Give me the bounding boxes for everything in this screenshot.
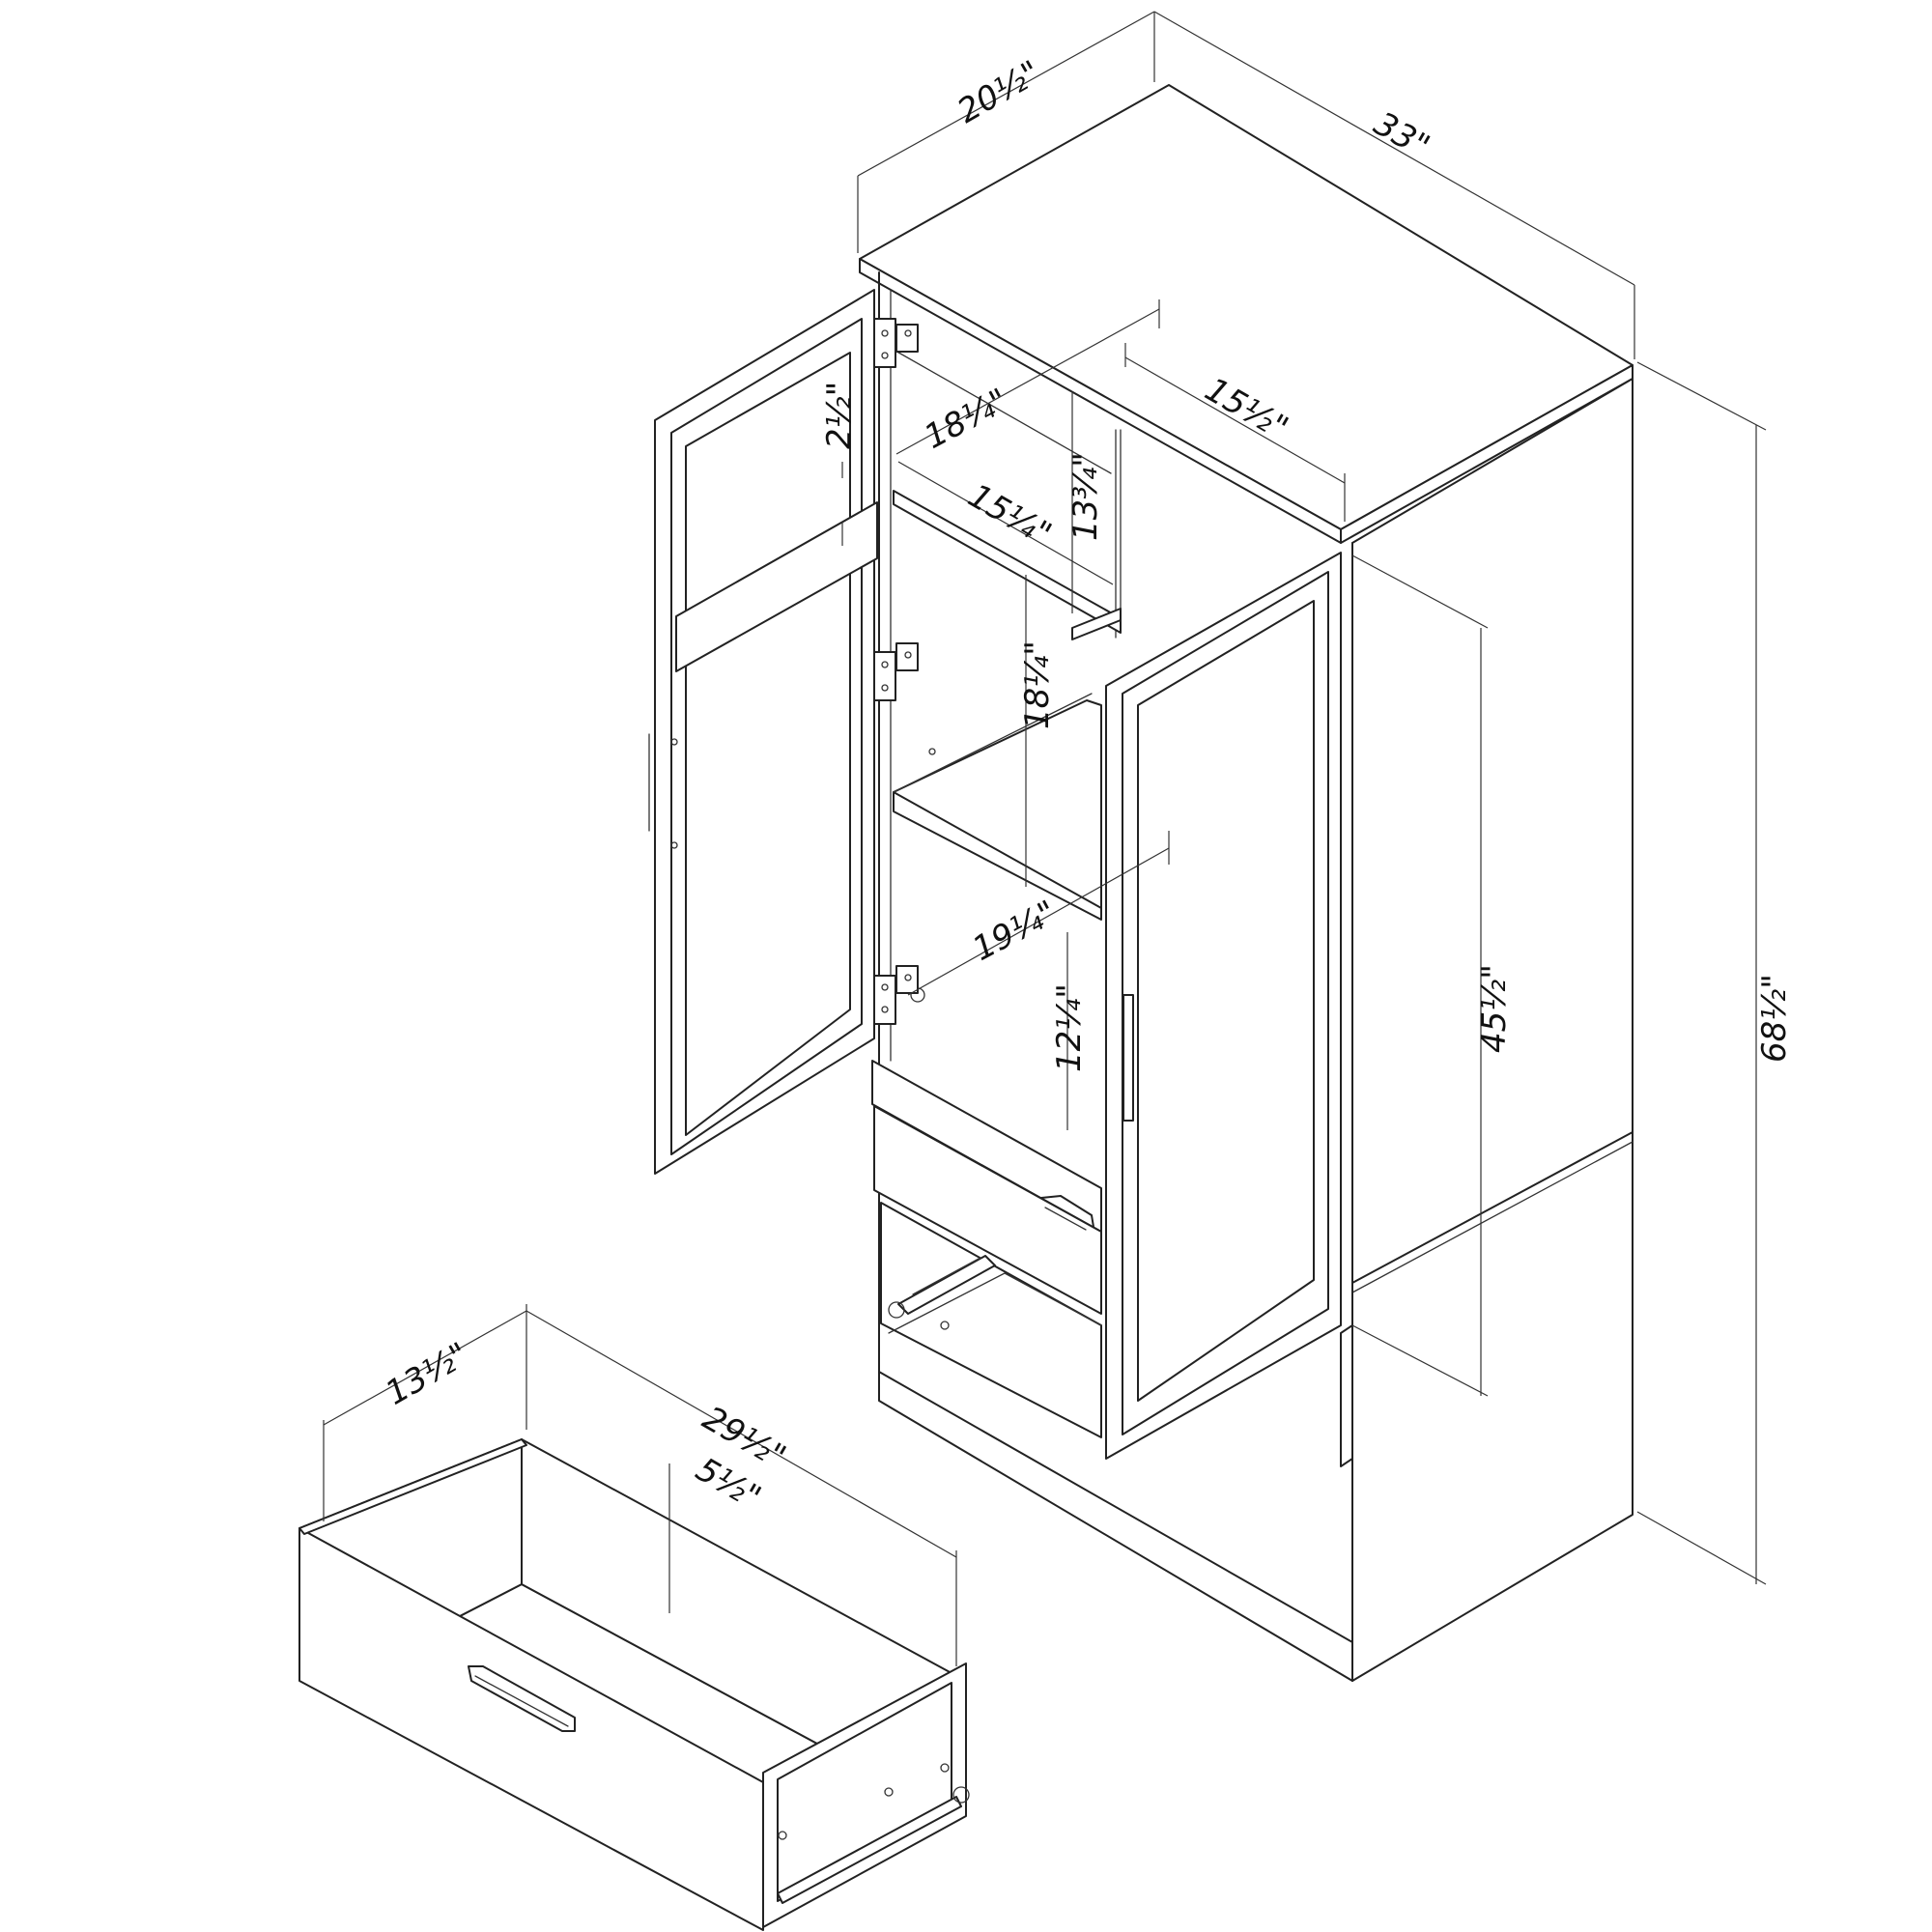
drawer-slide-rail <box>888 1255 996 1319</box>
drawer-front-panel[interactable] <box>298 1527 764 1931</box>
hinge-bottom <box>873 965 919 1025</box>
label-top-depth: 20½" <box>952 53 1048 131</box>
hinge-middle <box>873 642 919 701</box>
label-top-compartment-height: 13¾" <box>1066 452 1105 541</box>
drawer-handle[interactable] <box>468 1665 576 1732</box>
lower-cavity-back <box>888 1272 1102 1334</box>
right-door-handle[interactable] <box>1122 994 1134 1122</box>
dimension-lines <box>323 11 1767 1666</box>
side-panel-seam <box>1351 1131 1634 1284</box>
cabinet-base-front <box>878 1371 1353 1643</box>
cabinet-drawer-face <box>873 1105 1102 1315</box>
top-shelf-small-block <box>1071 608 1122 640</box>
label-total-height: 68½" <box>1755 974 1794 1063</box>
loose-drawer <box>298 1438 970 1931</box>
label-top-width: 33" <box>1368 104 1436 166</box>
cabinet-drawer-handle[interactable] <box>1040 1195 1094 1231</box>
middle-shelf-back <box>893 693 1093 793</box>
middle-shelf-front <box>893 791 1102 909</box>
side-panel-seam-2 <box>1351 1141 1634 1293</box>
right-door[interactable] <box>1105 552 1342 1460</box>
drawer-front-top-edge <box>298 1438 527 1535</box>
upper-interior-back-line <box>893 349 1112 474</box>
label-lower-compartment-height: 12¼" <box>1050 983 1089 1072</box>
label-drawer-depth: 13½" <box>380 1335 476 1413</box>
cabinet-left-carcass-edge <box>878 271 1353 1682</box>
left-door-rail <box>675 501 878 672</box>
lower-door-strip <box>1340 1324 1353 1467</box>
label-middle-compartment-height: 18¼" <box>1018 640 1057 729</box>
label-door-insert-gap: 2½" <box>820 382 859 449</box>
left-door[interactable] <box>648 289 878 1175</box>
label-interior-width-top: 18¼" <box>918 382 1014 457</box>
cavity-screw <box>940 1321 950 1330</box>
cabinet-body <box>859 84 1634 1682</box>
top-shelf <box>893 490 1122 634</box>
lower-open-cavity <box>880 1202 1102 1438</box>
label-lower-interior-width: 19¼" <box>966 894 1063 969</box>
middle-shelf <box>893 699 1102 921</box>
interior-screw-1 <box>928 748 936 755</box>
drawer-side-rail <box>777 1763 970 1904</box>
label-door-height: 45½" <box>1475 964 1514 1053</box>
